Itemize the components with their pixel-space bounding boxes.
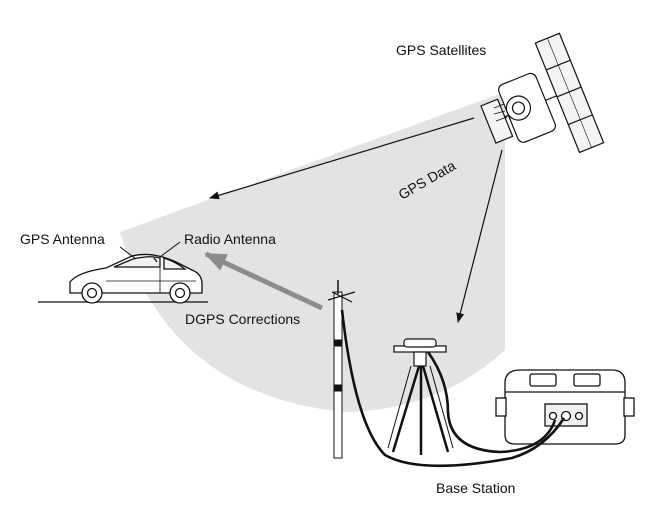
base-station-label: Base Station bbox=[436, 480, 515, 496]
tripod-gps-receiver-icon bbox=[387, 338, 454, 455]
cable-mast-to-case bbox=[340, 309, 566, 468]
gps-data-arrow-to-base bbox=[456, 149, 503, 323]
gps-antenna-pointer bbox=[119, 246, 137, 260]
base-station-case-icon bbox=[495, 369, 635, 445]
dgps-corrections-arrow bbox=[204, 251, 324, 311]
gps-satellites-label: GPS Satellites bbox=[396, 42, 486, 58]
dgps-corrections-label: DGPS Corrections bbox=[185, 311, 300, 327]
gps-antenna-label: GPS Antenna bbox=[20, 231, 105, 247]
radio-antenna-mast-icon bbox=[327, 280, 356, 459]
gps-data-arrow-to-car bbox=[209, 117, 475, 200]
cable-receiver-to-case bbox=[426, 351, 557, 454]
coverage-area bbox=[120, 92, 505, 412]
gps-satellite-icon bbox=[480, 32, 605, 154]
car-icon bbox=[69, 253, 203, 304]
radio-antenna-label: Radio Antenna bbox=[184, 231, 276, 247]
radio-antenna-pointer bbox=[159, 241, 181, 258]
